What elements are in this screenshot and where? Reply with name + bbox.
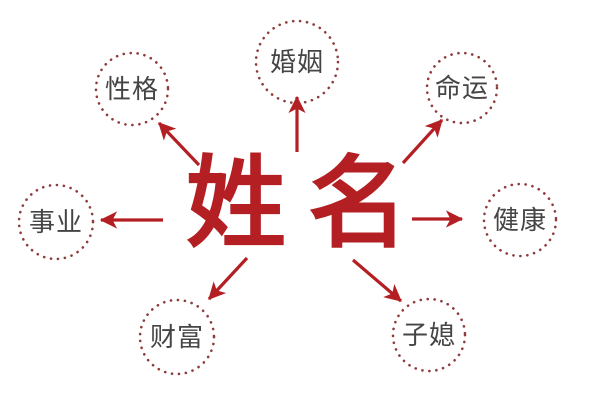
node-label-career: 事业 bbox=[28, 207, 84, 237]
node-ring-health bbox=[482, 182, 558, 258]
arrow-to-children bbox=[351, 258, 403, 303]
arrow-to-destiny bbox=[401, 118, 444, 165]
node-label-wealth: 财富 bbox=[149, 322, 205, 352]
node-ring-destiny bbox=[425, 51, 499, 125]
node-label-destiny: 命运 bbox=[434, 73, 490, 103]
node-ring-personality bbox=[94, 51, 170, 127]
node-ring-children bbox=[391, 297, 467, 373]
node-ring-wealth bbox=[138, 298, 216, 376]
node-label-personality: 性格 bbox=[104, 74, 160, 104]
node-ring-career bbox=[17, 183, 95, 261]
node-label-children: 子媳 bbox=[401, 320, 457, 350]
arrow-to-personality bbox=[157, 121, 201, 167]
arrow-to-wealth bbox=[207, 256, 249, 301]
center-title: 姓名 bbox=[186, 149, 430, 260]
node-label-health: 健康 bbox=[492, 205, 548, 235]
node-label-marriage: 婚姻 bbox=[269, 47, 325, 77]
